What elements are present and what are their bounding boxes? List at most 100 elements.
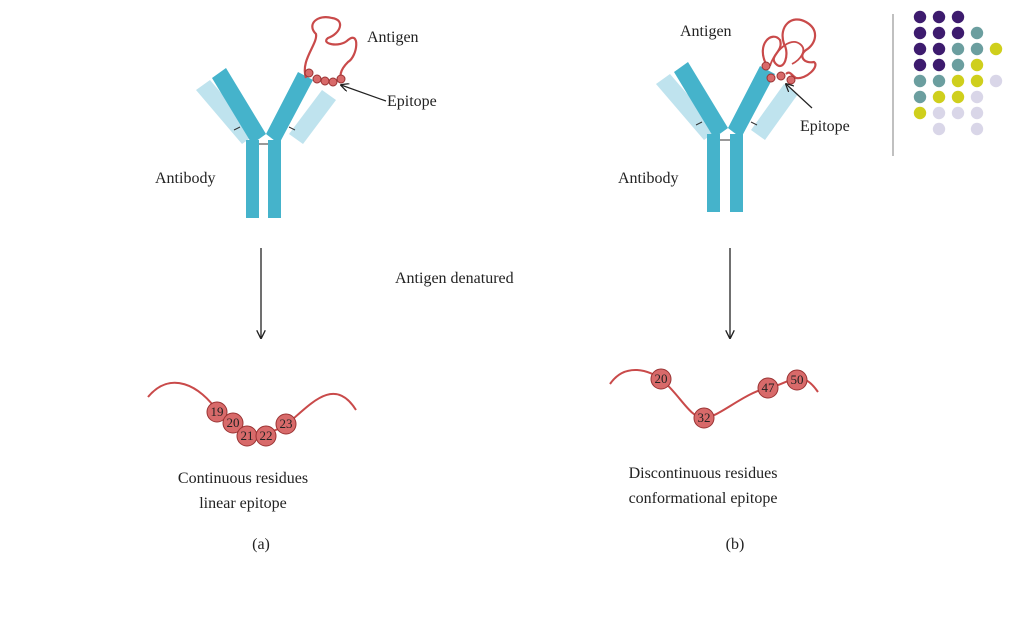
caption-a-line1: Continuous residues: [178, 470, 308, 487]
heavy-chain-stem-right-b: [730, 134, 743, 212]
decor-dot: [951, 74, 965, 88]
chain-strand-b: [609, 368, 819, 420]
epitope-bead-b-1: [761, 61, 771, 71]
decor-dot: [970, 42, 984, 56]
residue-21: 21: [236, 425, 258, 447]
antigen-coil-b: [761, 18, 817, 80]
decor-dot: [951, 10, 965, 24]
decor-dot: [932, 26, 946, 40]
panel-b: Antigen Epitope Antibody 20 32 47 50: [609, 18, 850, 553]
residue-23-bead: [275, 413, 297, 435]
panel-letter-a: (a): [252, 536, 270, 553]
antigen-b: [761, 18, 817, 85]
decor-dot: [913, 90, 927, 104]
epitope-label-a: Epitope: [387, 93, 437, 110]
decor-dot: [913, 42, 927, 56]
heavy-chain-arm-left-b: [674, 62, 728, 138]
epitope-label-b: Epitope: [800, 118, 850, 135]
decor-dot: [989, 42, 1003, 56]
decor-dot-grid: [913, 10, 1003, 136]
decor-dot: [951, 26, 965, 40]
residue-20-b-label: 20: [655, 371, 668, 386]
decor-dot: [932, 90, 946, 104]
residue-19-label: 19: [211, 404, 224, 419]
decor-dot: [913, 10, 927, 24]
residue-50: 50: [786, 369, 808, 391]
light-bond-left-a: [233, 126, 241, 131]
residue-50-bead: [786, 369, 808, 391]
residue-47-bead: [757, 377, 779, 399]
epitope-bead-a-3: [320, 76, 330, 86]
epitope-bead-a-2: [312, 74, 322, 84]
decor-dot: [913, 106, 927, 120]
heavy-chain-stem-left-a: [246, 140, 259, 218]
decor-dot: [913, 58, 927, 72]
decor-dot: [913, 26, 927, 40]
heavy-chain-stem-left-b: [707, 134, 720, 212]
decor-dot: [970, 106, 984, 120]
decor-dot: [932, 10, 946, 24]
residue-22-label: 22: [260, 428, 273, 443]
antigen-label-a: Antigen: [367, 29, 419, 46]
epitope-bead-a-5: [336, 74, 346, 84]
residue-22: 22: [255, 425, 277, 447]
residue-21-label: 21: [241, 428, 254, 443]
epitope-bead-a-4: [328, 77, 338, 87]
light-chain-right-a: [289, 90, 336, 144]
chain-strand-a: [147, 381, 357, 434]
heavy-chain-arm-right-b: [728, 66, 775, 138]
antigen-loop-b: [769, 41, 805, 67]
residue-23-label: 23: [280, 416, 293, 431]
decor-dot: [970, 122, 984, 136]
panel-a: Antigen Epitope Antibody 19 20 21 22: [147, 16, 437, 553]
light-bond-right-b: [750, 121, 758, 126]
decor-dot: [932, 42, 946, 56]
residue-32: 32: [693, 407, 715, 429]
decor-dot: [951, 90, 965, 104]
antigen-denatured-label: Antigen denatured: [395, 270, 514, 287]
decor-dot: [970, 26, 984, 40]
decor-dot: [951, 42, 965, 56]
decor-dot: [951, 58, 965, 72]
residue-32-bead: [693, 407, 715, 429]
epitope-bead-b-3: [776, 71, 786, 81]
caption-a-line2: linear epitope: [199, 495, 287, 512]
residue-20-a-label: 20: [227, 415, 240, 430]
residue-50-label: 50: [791, 372, 804, 387]
residue-20-a-bead: [222, 412, 244, 434]
antibody-b: [656, 62, 798, 212]
caption-b-line2: conformational epitope: [629, 490, 778, 507]
residue-20-a: 20: [222, 412, 244, 434]
conformational-epitope-chain: 20 32 47 50: [609, 368, 819, 429]
caption-b-line1: Discontinuous residues: [629, 465, 778, 482]
light-chain-right-b: [751, 84, 798, 140]
light-bond-right-a: [288, 126, 296, 131]
residue-20-b: 20: [650, 368, 672, 390]
decor-dot: [932, 122, 946, 136]
residue-23: 23: [275, 413, 297, 435]
light-chain-left-a: [196, 80, 256, 144]
residue-22-bead: [255, 425, 277, 447]
light-chain-left-b: [656, 74, 718, 140]
residue-47-label: 47: [762, 380, 776, 395]
antigen-a: [303, 16, 358, 87]
decor-dot: [989, 74, 1003, 88]
epitope-pointer-a: [341, 85, 387, 102]
antibody-a: [196, 68, 336, 218]
linear-epitope-chain: 19 20 21 22 23: [147, 381, 357, 447]
decor-dot: [913, 74, 927, 88]
residue-32-label: 32: [698, 410, 711, 425]
light-bond-left-b: [695, 121, 703, 126]
decor-dot: [970, 58, 984, 72]
antigen-coil-a: [303, 16, 358, 83]
epitope-bead-b-2: [766, 73, 776, 83]
heavy-chain-stem-right-a: [268, 140, 281, 218]
panel-letter-b: (b): [726, 536, 745, 553]
heavy-chain-arm-left-a: [212, 68, 266, 144]
residue-47: 47: [757, 377, 779, 399]
antibody-label-b: Antibody: [618, 170, 678, 187]
antibody-label-a: Antibody: [155, 170, 215, 187]
decor-dot: [932, 58, 946, 72]
